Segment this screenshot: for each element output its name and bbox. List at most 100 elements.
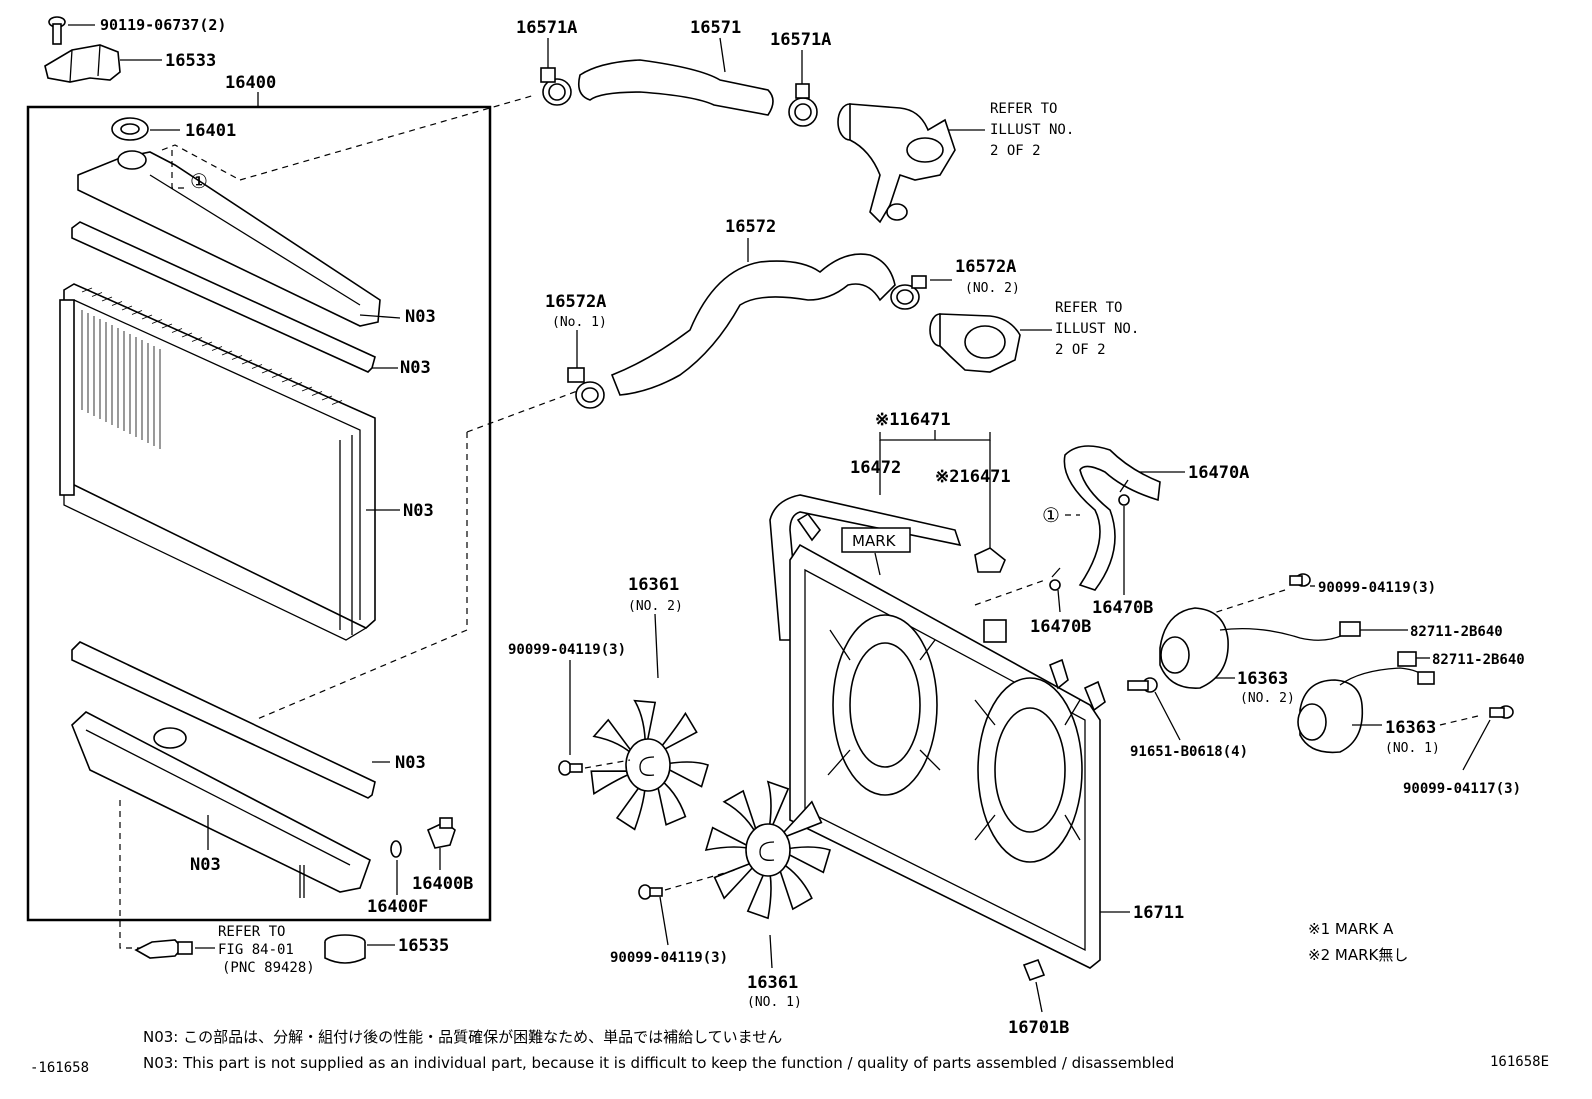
leader-line (659, 896, 669, 946)
radiator-cap-icon (111, 117, 149, 141)
leader-line (1057, 589, 1061, 613)
leader-line (359, 314, 401, 319)
water-inlet-icon (929, 313, 1021, 373)
part-sublabel: (NO. 2) (965, 281, 1020, 296)
part-label-drain: 16400B (412, 874, 473, 894)
part-label-upper-clamp-left: 16571A (516, 18, 577, 38)
connection-dashed (1197, 589, 1286, 619)
part-label-radiator-assembly: 16400 (225, 73, 276, 93)
leader-line (769, 934, 773, 969)
bolt-icon (48, 16, 66, 45)
circle-marker: ① (1042, 503, 1060, 527)
reservoir-hose-icon (1063, 445, 1161, 591)
part-label-upper-hose: 16571 (690, 18, 741, 38)
refer-upper-line: REFER TO (990, 101, 1057, 117)
part-label-bolt-91651: 91651-B0618(4) (1130, 744, 1248, 760)
refer-upper-line: ILLUST NO. (990, 122, 1074, 138)
refer-lower-line: ILLUST NO. (1055, 321, 1139, 337)
hose-clip-icon (1049, 567, 1061, 591)
figure-code-left: -161658 (30, 1060, 89, 1076)
upper-hose-icon (577, 59, 774, 116)
connection-dashed (119, 800, 150, 949)
connection-dashed (584, 759, 631, 769)
part-sublabel: (NO. 1) (1385, 741, 1440, 756)
part-label-shroud: 16711 (1133, 903, 1184, 923)
screw-icon (1489, 705, 1514, 719)
part-label-lower-clamp-right: 16572A (955, 257, 1016, 277)
drain-cock-icon (426, 817, 456, 849)
lower-gasket-icon (71, 641, 376, 799)
leader-line (1462, 719, 1491, 771)
part-label-grommet: 16701B (1008, 1018, 1069, 1038)
refer-lower-line: REFER TO (1055, 300, 1122, 316)
fan-motor-icon (1159, 607, 1353, 689)
fan-shroud-icon (789, 512, 1106, 969)
part-label-bolt-top: 90119-06737(2) (100, 16, 226, 34)
tank-cap-icon (974, 547, 1006, 573)
part-label-n03: N03 (400, 358, 431, 378)
hose-clamp-icon (788, 83, 818, 127)
note-en: N03: This part is not supplied as an ind… (143, 1054, 1174, 1072)
part-label-cushion: 16535 (398, 936, 449, 956)
screw-icon (558, 760, 583, 776)
refer-upper-line: 2 OF 2 (990, 143, 1041, 159)
cooling-fan-icon (590, 699, 709, 831)
part-label-screw-04117: 90099-04117(3) (1403, 781, 1521, 797)
part-label-mark2: ※216471 (935, 467, 1011, 487)
bracket-icon (44, 44, 121, 83)
part-label-clip-left: 16470B (1030, 617, 1091, 637)
part-label-cap: 16401 (185, 121, 236, 141)
connection-dashed (664, 869, 736, 891)
hose-clamp-icon (567, 367, 605, 409)
leader-bracket (879, 430, 991, 441)
refer-sensor-line: FIG 84-01 (218, 942, 294, 958)
bolt-icon (1127, 677, 1158, 693)
legend-item: ※2 MARK無し (1308, 946, 1408, 964)
connection-dashed (239, 94, 536, 181)
cooling-fan-icon (704, 780, 831, 920)
oring-icon (390, 840, 402, 858)
overflow-hose-icon (769, 494, 962, 641)
part-label-upper-clamp-right: 16571A (770, 30, 831, 50)
part-label-clip-right: 16470B (1092, 598, 1153, 618)
circle-marker: ① (190, 169, 208, 193)
grommet-icon (1022, 958, 1046, 982)
part-label-n03: N03 (403, 501, 434, 521)
refer-sensor-line: REFER TO (218, 924, 285, 940)
note-jp: N03: この部品は、分解・組付け後の性能・品質確保が困難なため、単品では補給し… (143, 1028, 782, 1046)
part-label-n03: N03 (405, 307, 436, 327)
lower-hose-icon (610, 253, 896, 396)
leader-line (654, 613, 659, 679)
part-label-fan1: 16361 (747, 973, 798, 993)
part-label-screw-bottom: 90099-04119(3) (610, 950, 728, 966)
refer-sensor-line: (PNC 89428) (222, 960, 315, 976)
part-label-lower-clamp-left: 16572A (545, 292, 606, 312)
lower-tank-icon (71, 711, 371, 898)
hose-clip-icon (1118, 479, 1130, 506)
cushion-icon (324, 934, 366, 964)
part-label-motor1: 16363 (1385, 718, 1436, 738)
screw-icon (638, 884, 663, 900)
fan-motor-icon (1297, 667, 1435, 754)
part-label-fan2: 16361 (628, 575, 679, 595)
connector-icon (1339, 621, 1361, 637)
leader-line (874, 552, 881, 576)
upper-tank-icon (77, 150, 381, 327)
leader-line (1154, 691, 1181, 741)
part-label-hose-16472: 16472 (850, 458, 901, 478)
part-label-n03: N03 (190, 855, 221, 875)
part-label-bracket: 16533 (165, 51, 216, 71)
figure-code-right: 161658E (1490, 1054, 1549, 1070)
part-label-mark-group: ※116471 (875, 410, 951, 430)
connection-dashed (1439, 715, 1479, 726)
part-label-hose-16470a: 16470A (1188, 463, 1249, 483)
connection-dashed (254, 389, 581, 721)
mark-box (841, 527, 911, 553)
part-label-screw-right-top: 90099-04119(3) (1318, 580, 1436, 596)
part-label-harness2: 82711-2B640 (1432, 652, 1525, 668)
hose-clamp-icon (540, 67, 572, 106)
legend-item: ※1 MARK A (1308, 920, 1394, 938)
part-label-harness1: 82711-2B640 (1410, 624, 1503, 640)
part-sublabel: (NO. 1) (747, 995, 802, 1010)
